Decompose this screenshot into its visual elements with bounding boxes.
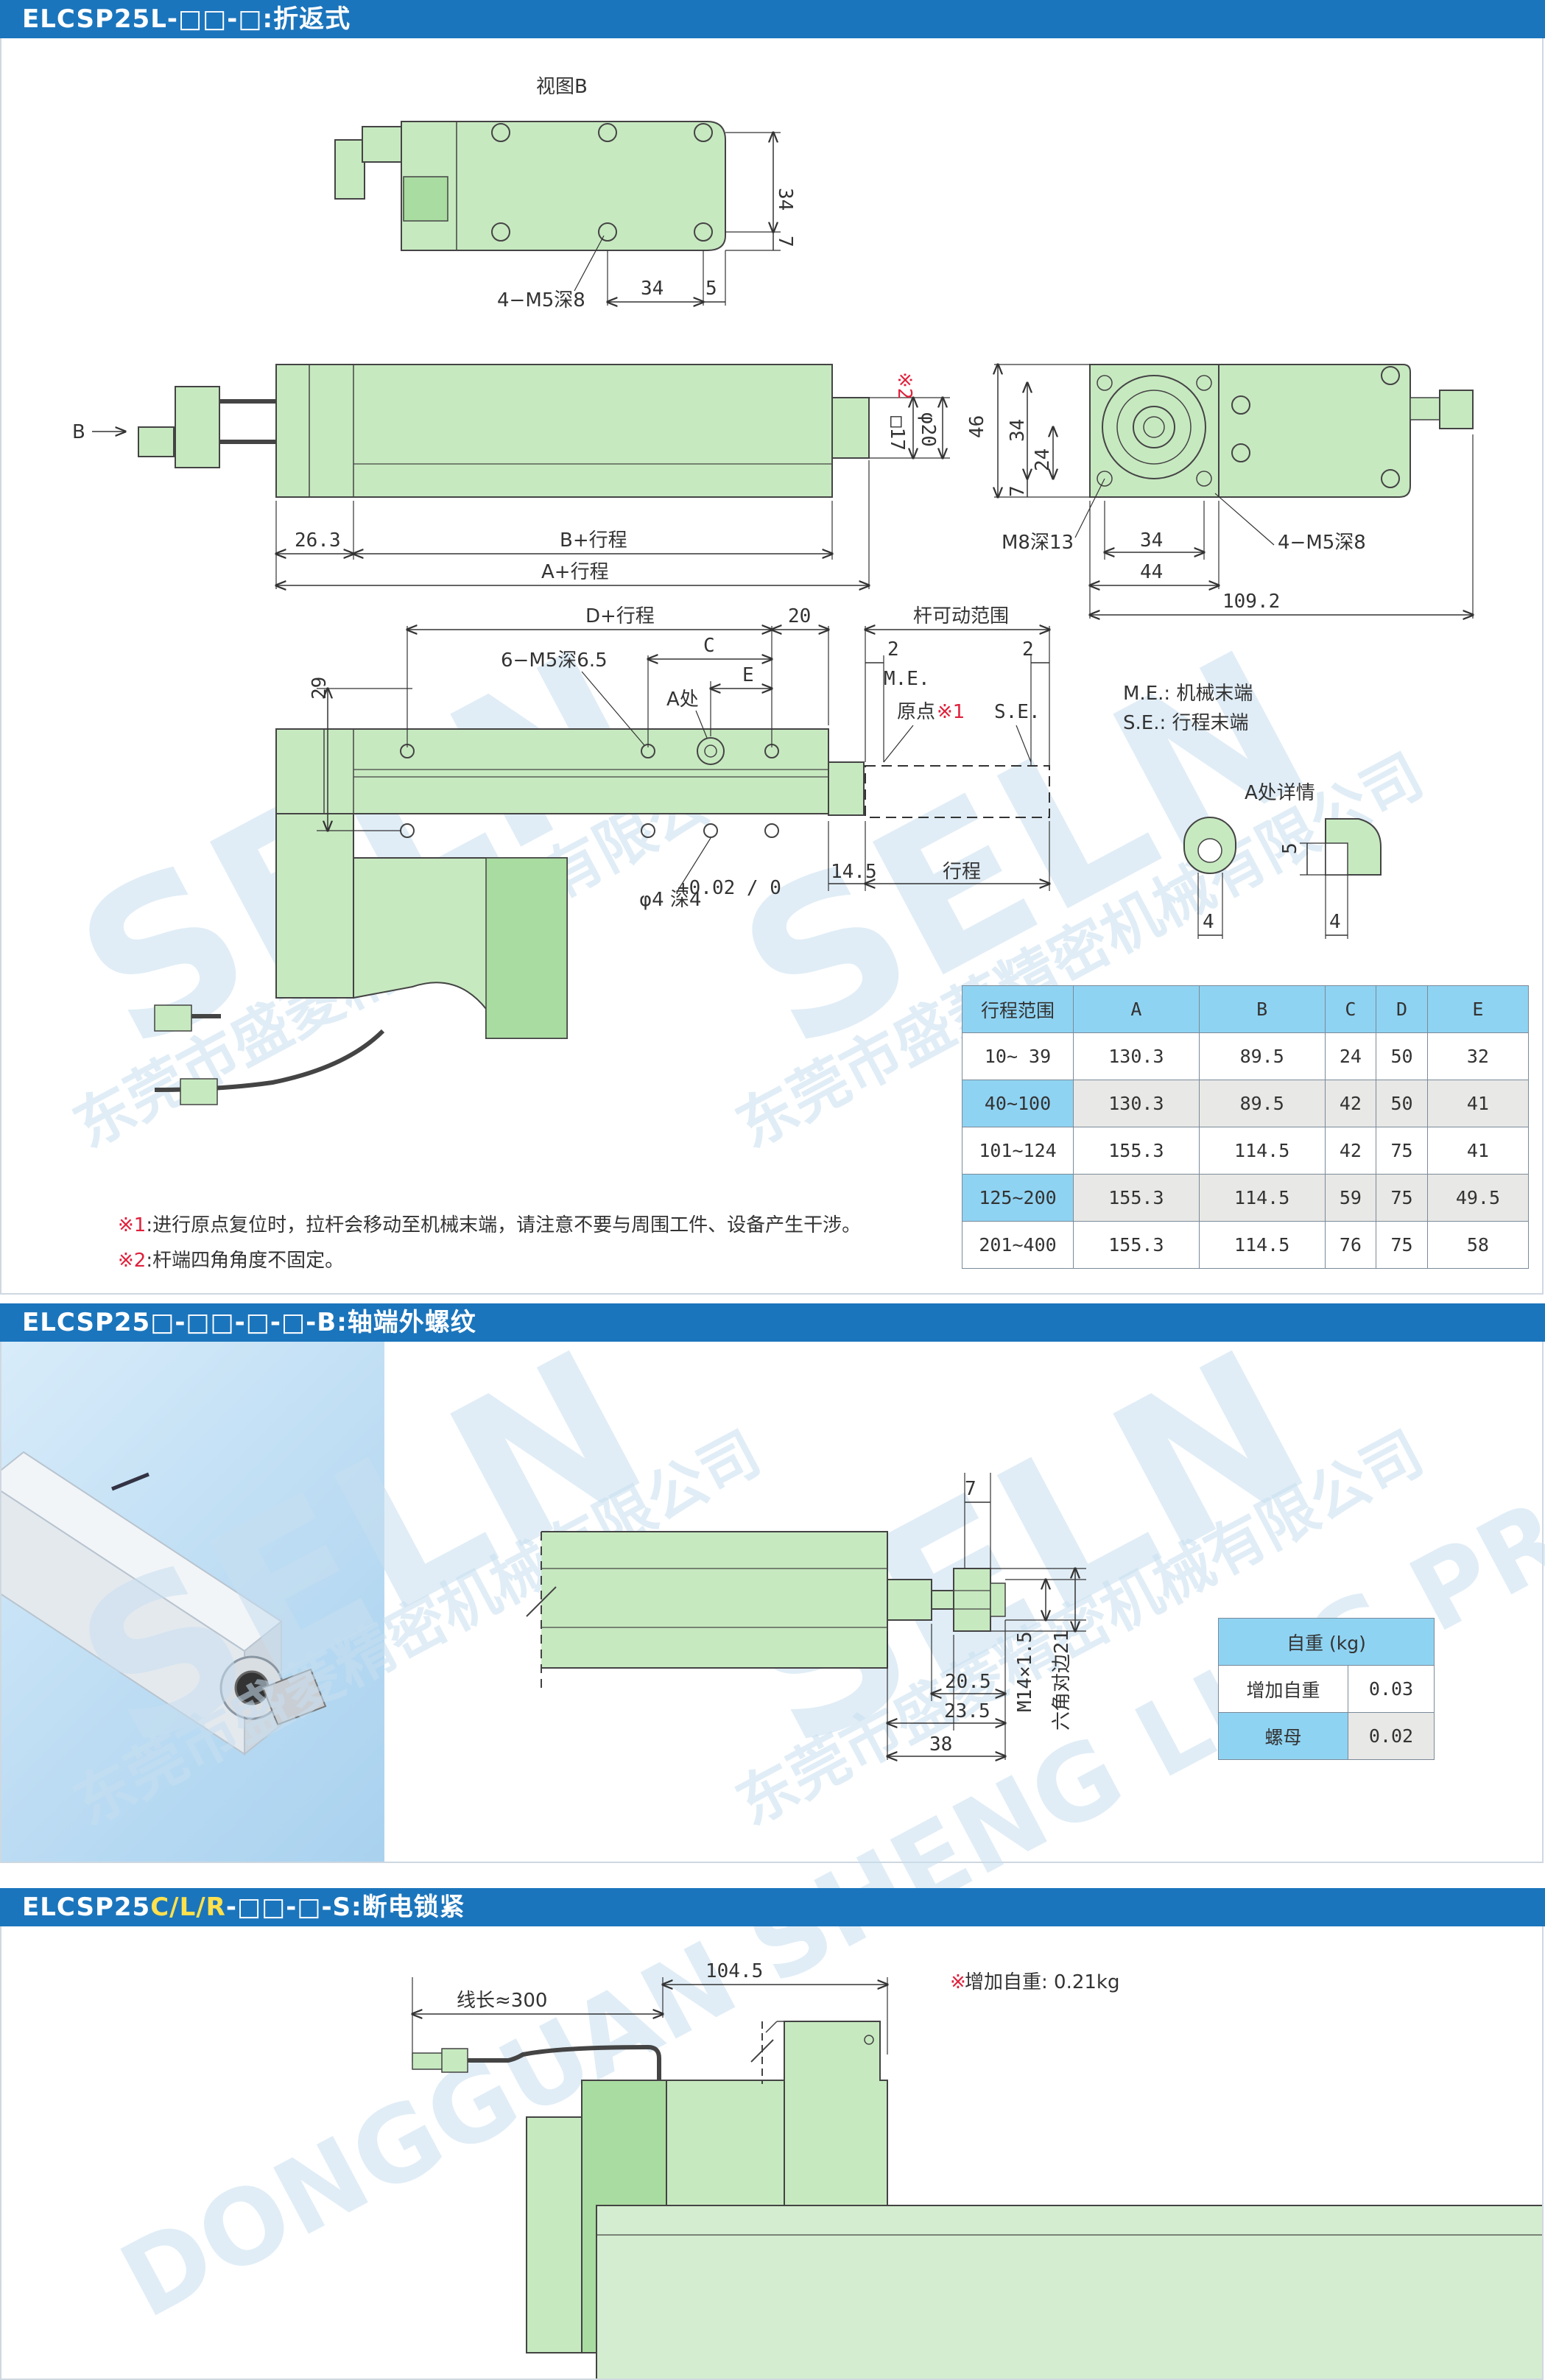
svg-text:M.E.: 机械末端: M.E.: 机械末端 bbox=[1123, 683, 1253, 705]
section-model-code: ELCSP25□-□□-□-□-B bbox=[22, 1308, 337, 1337]
svg-text:7: 7 bbox=[965, 1478, 976, 1500]
svg-text:A处详情: A处详情 bbox=[1245, 782, 1315, 804]
footnote-1: ※1:进行原点复位时，拉杆会移动至机械末端，请注意不要与周围工件、设备产生干涉。 bbox=[118, 1214, 862, 1236]
section-title: :断电锁紧 bbox=[351, 1893, 465, 1922]
svg-text:※1: ※1 bbox=[937, 701, 965, 723]
svg-text:24: 24 bbox=[1032, 448, 1054, 471]
svg-text:46: 46 bbox=[966, 415, 988, 438]
svg-text:34: 34 bbox=[774, 188, 796, 211]
svg-text:线长≈300: 线长≈300 bbox=[457, 1990, 547, 2012]
folded-drawing: SELN SELN 东莞市盛菱精密机械有限公司 东莞市盛菱精密机械有限公司 视图… bbox=[43, 76, 1545, 1161]
thread-view: 7 M14×1.5 六角对边21 20.5 23.5 38 bbox=[526, 1473, 1086, 1760]
svg-text:2: 2 bbox=[1022, 638, 1034, 661]
svg-text:M14×1.5: M14×1.5 bbox=[1014, 1631, 1036, 1712]
svg-text:C: C bbox=[703, 635, 715, 657]
col-c: C bbox=[1324, 985, 1377, 1033]
view-b-title: 视图B bbox=[536, 76, 588, 98]
svg-text:38: 38 bbox=[929, 1733, 952, 1756]
section-model-accent: C/L/R bbox=[150, 1893, 226, 1922]
section-header-brake: ELCSP25C/L/R-□□-□-S:断电锁紧 bbox=[0, 1888, 1545, 1926]
svg-text:20.5: 20.5 bbox=[945, 1671, 991, 1693]
svg-text:20: 20 bbox=[788, 605, 811, 627]
svg-text:4−M5深8: 4−M5深8 bbox=[1278, 532, 1366, 554]
svg-text:六角对边21: 六角对边21 bbox=[1051, 1630, 1073, 1731]
footnotes: ※1:进行原点复位时，拉杆会移动至机械末端，请注意不要与周围工件、设备产生干涉。… bbox=[118, 1208, 861, 1278]
svg-text:φ20: φ20 bbox=[917, 412, 939, 447]
svg-text:A处: A处 bbox=[666, 689, 699, 711]
svg-text:7: 7 bbox=[774, 236, 796, 247]
col-a: A bbox=[1073, 985, 1200, 1033]
footnote-2: ※2:杆端四角角度不固定。 bbox=[118, 1250, 345, 1272]
section-model-code: ELCSP25 bbox=[22, 1893, 151, 1922]
table-row: 螺母 0.02 bbox=[1218, 1712, 1435, 1760]
svg-text:6−M5深6.5: 6−M5深6.5 bbox=[501, 649, 608, 672]
svg-text:4: 4 bbox=[1203, 911, 1214, 933]
section-header-folded: ELCSP25L-□□-□:折返式 bbox=[0, 0, 1545, 38]
svg-text:S.E.: S.E. bbox=[994, 701, 1041, 723]
col-d: D bbox=[1376, 985, 1428, 1033]
svg-text:※: ※ bbox=[950, 1971, 966, 1993]
section-body-brake bbox=[0, 1926, 1544, 2380]
svg-text:原点: 原点 bbox=[897, 701, 935, 723]
svg-text:D+行程: D+行程 bbox=[585, 605, 655, 627]
svg-text:5: 5 bbox=[1279, 842, 1301, 854]
section-title: :折返式 bbox=[262, 4, 351, 34]
svg-text:29: 29 bbox=[309, 677, 331, 700]
svg-text:44: 44 bbox=[1140, 561, 1163, 583]
svg-text:行程: 行程 bbox=[943, 861, 981, 883]
svg-text:+0.02 / 0: +0.02 / 0 bbox=[678, 877, 781, 899]
weight-table: 自重 (kg) 增加自重 0.03 螺母 0.02 bbox=[1218, 1618, 1435, 1760]
svg-text:杆可动范围: 杆可动范围 bbox=[913, 605, 1009, 627]
svg-text:□17: □17 bbox=[886, 416, 908, 451]
svg-text:B: B bbox=[72, 421, 85, 443]
svg-text:B+行程: B+行程 bbox=[560, 529, 627, 552]
svg-text:34: 34 bbox=[1140, 529, 1163, 552]
svg-text:26.3: 26.3 bbox=[295, 529, 341, 552]
product-photo-art bbox=[1, 1451, 327, 1756]
svg-text:※2: ※2 bbox=[893, 372, 915, 399]
side-view: B 26.3 B+行程 A+行程 ※2 □17 φ20 bbox=[72, 364, 950, 589]
svg-text:S.E.: 行程末端: S.E.: 行程末端 bbox=[1123, 712, 1249, 734]
svg-text:4: 4 bbox=[1329, 911, 1341, 933]
product-photo bbox=[1, 1342, 384, 1862]
section-title: :轴端外螺纹 bbox=[337, 1308, 476, 1337]
svg-text:34: 34 bbox=[641, 278, 664, 300]
view-b-hole-label: 4−M5深8 bbox=[497, 289, 585, 311]
svg-text:34: 34 bbox=[1007, 419, 1029, 442]
dimension-table-header: 行程范围 A B C D E bbox=[962, 985, 1530, 1033]
svg-text:5: 5 bbox=[705, 278, 717, 300]
section-header-thread: ELCSP25□-□□-□-□-B:轴端外螺纹 bbox=[0, 1303, 1545, 1342]
svg-text:7: 7 bbox=[1007, 485, 1029, 497]
table-row: 增加自重 0.03 bbox=[1218, 1665, 1435, 1713]
top-view: D+行程 20 C E 6−M5深6.5 A处 29 杆可动范围 2 2 M.E… bbox=[154, 605, 1382, 1105]
svg-text:E: E bbox=[742, 664, 754, 686]
col-b: B bbox=[1198, 985, 1326, 1033]
view-b: 视图B 34 7 34 5 4−M5深8 bbox=[334, 76, 796, 311]
section-model-code: ELCSP25L-□□-□ bbox=[22, 4, 263, 34]
svg-text:M8深13: M8深13 bbox=[1002, 532, 1074, 554]
svg-text:109.2: 109.2 bbox=[1222, 591, 1280, 613]
svg-text:M.E.: M.E. bbox=[884, 668, 930, 690]
svg-text:2: 2 bbox=[887, 638, 899, 661]
col-e: E bbox=[1426, 985, 1530, 1033]
svg-text:增加自重: 0.21kg: 增加自重: 0.21kg bbox=[965, 1971, 1119, 1993]
weight-table-header: 自重 (kg) bbox=[1218, 1618, 1435, 1666]
end-view: 46 34 24 7 M8深13 4−M5深8 34 44 109.2 bbox=[966, 365, 1473, 619]
svg-text:φ4 深4: φ4 深4 bbox=[639, 889, 702, 911]
svg-text:A+行程: A+行程 bbox=[541, 561, 609, 583]
section-model-suffix: -□□-□-S bbox=[225, 1893, 352, 1922]
svg-text:23.5: 23.5 bbox=[944, 1700, 990, 1722]
svg-text:104.5: 104.5 bbox=[705, 1960, 763, 1982]
